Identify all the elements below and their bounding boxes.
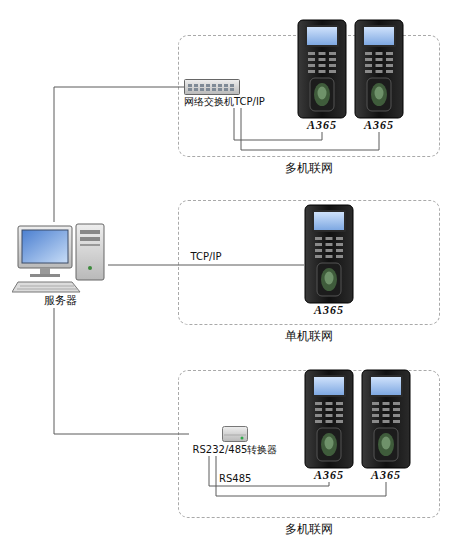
switch-label: 网络交换机TCP/IP: [184, 95, 294, 108]
fingerprint-terminal-icon: [361, 369, 411, 469]
fingerprint-terminal-icon: [297, 19, 347, 119]
fingerprint-terminal-graphic: [305, 205, 353, 303]
network-cable: [54, 87, 184, 222]
server-computer-icon: [12, 222, 108, 294]
group-heading: 单机联网: [179, 329, 439, 343]
fingerprint-terminal-icon: [304, 204, 354, 304]
fingerprint-terminal: A365: [354, 19, 404, 132]
network-cable: [209, 456, 329, 486]
connection-label: TCP/IP: [191, 251, 222, 263]
converter-label: RS232/485转换器: [189, 443, 281, 456]
protocol-converter: RS232/485转换器: [189, 425, 281, 456]
network-group: RS232/485转换器A365A365多机联网: [178, 370, 440, 518]
network-cable: [241, 108, 379, 150]
fingerprint-terminal: A365: [297, 19, 347, 132]
network-group: A365单机联网: [178, 200, 440, 325]
protocol-converter-icon: [222, 425, 248, 443]
network-cable: [216, 456, 386, 496]
fingerprint-terminal: A365: [361, 369, 411, 482]
server-label: 服务器: [12, 294, 108, 308]
network-cable: [234, 108, 322, 140]
network-cable: [108, 265, 304, 266]
fingerprint-terminal-graphic: [355, 20, 403, 118]
device-model: A365: [361, 469, 411, 482]
fingerprint-terminal-icon: [354, 19, 404, 119]
fingerprint-terminal-icon: [304, 369, 354, 469]
fingerprint-terminal-graphic: [298, 20, 346, 118]
fingerprint-terminal-graphic: [305, 370, 353, 468]
fingerprint-terminal-graphic: [362, 370, 410, 468]
network-group: 网络交换机TCP/IPA365A365多机联网: [178, 35, 440, 157]
group-heading: 多机联网: [179, 522, 439, 536]
group-heading: 多机联网: [179, 161, 439, 175]
network-switch-icon: [184, 79, 240, 95]
device-model: A365: [297, 119, 347, 132]
network-cable: [54, 308, 189, 434]
network-switch-graphic: [185, 80, 240, 95]
fingerprint-terminal: A365: [304, 204, 354, 317]
connection-label: RS485: [219, 473, 251, 485]
network-switch: 网络交换机TCP/IP: [184, 79, 294, 108]
fingerprint-terminal: A365: [304, 369, 354, 482]
server-computer-graphic: [12, 224, 104, 292]
device-model: A365: [304, 304, 354, 317]
device-model: A365: [304, 469, 354, 482]
device-model: A365: [354, 119, 404, 132]
protocol-converter-graphic: [223, 427, 248, 442]
server-computer: 服务器: [12, 222, 108, 308]
